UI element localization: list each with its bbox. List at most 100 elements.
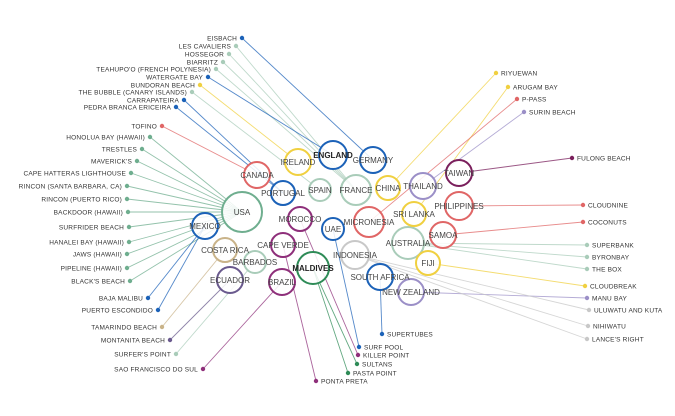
spot-label: CLOUDBREAK: [590, 283, 637, 290]
spot-dot[interactable]: [580, 202, 586, 208]
spot-dot[interactable]: [126, 224, 132, 230]
country-node-micronesia[interactable]: [353, 206, 385, 238]
spot-dot[interactable]: [313, 378, 319, 384]
spot-dot[interactable]: [220, 59, 226, 65]
country-node-uae[interactable]: [321, 217, 345, 241]
spot-dot[interactable]: [493, 70, 499, 76]
link-line: [458, 157, 573, 174]
spot-label: BAJA MALIBU: [99, 295, 143, 302]
country-node-newzealand[interactable]: [397, 278, 425, 306]
country-node-southafrica[interactable]: [366, 263, 394, 291]
spot-dot[interactable]: [584, 295, 590, 301]
country-label-philippines: PHILIPPINES: [434, 202, 483, 211]
spot-dot[interactable]: [197, 82, 203, 88]
spot-dot[interactable]: [584, 266, 590, 272]
country-node-capeverde[interactable]: [270, 232, 296, 258]
spot-dot[interactable]: [233, 43, 239, 49]
country-node-germany[interactable]: [359, 146, 387, 174]
country-node-portugal[interactable]: [270, 180, 296, 206]
spot-label: HANALEI BAY (HAWAII): [49, 239, 124, 246]
spot-dot[interactable]: [181, 97, 187, 103]
spot-label: HOSSEGOR: [185, 51, 224, 58]
spot-dot[interactable]: [585, 323, 591, 329]
spot-label: TRESTLES: [102, 146, 138, 153]
spot-dot[interactable]: [155, 307, 161, 313]
spot-dot[interactable]: [159, 123, 165, 129]
spot-dot[interactable]: [584, 254, 590, 260]
spot-dot[interactable]: [569, 155, 575, 161]
spot-dot[interactable]: [355, 352, 361, 358]
country-label-china: CHINA: [376, 184, 402, 193]
country-node-ireland[interactable]: [284, 148, 312, 176]
spot-dot[interactable]: [173, 351, 179, 357]
spot-label: BLACK'S BEACH: [71, 278, 125, 285]
country-node-england[interactable]: [318, 140, 348, 170]
country-node-spain[interactable]: [308, 178, 332, 202]
spot-label: FULONG BEACH: [577, 155, 631, 162]
spot-dot[interactable]: [521, 109, 527, 115]
spot-dot[interactable]: [128, 170, 134, 176]
spot-dot[interactable]: [514, 96, 520, 102]
spot-dot[interactable]: [173, 104, 179, 110]
country-node-costarica[interactable]: [212, 237, 238, 263]
country-node-philippines[interactable]: [444, 191, 474, 221]
spot-label: THE BOX: [592, 266, 622, 273]
country-node-brazil[interactable]: [268, 268, 296, 296]
link-line: [147, 225, 206, 299]
country-node-australia[interactable]: [391, 226, 425, 260]
spot-dot[interactable]: [124, 265, 130, 271]
spot-dot[interactable]: [147, 134, 153, 140]
spot-dot[interactable]: [580, 219, 586, 225]
spot-dot[interactable]: [505, 84, 511, 90]
spot-label: SURFRIDER BEACH: [59, 224, 124, 231]
spot-dot[interactable]: [584, 242, 590, 248]
country-node-usa[interactable]: [221, 191, 263, 233]
spot-dot[interactable]: [213, 66, 219, 72]
spot-dot[interactable]: [582, 283, 588, 289]
spot-dot[interactable]: [205, 74, 211, 80]
spot-dot[interactable]: [134, 158, 140, 164]
country-label-portugal: PORTUGAL: [261, 189, 305, 198]
spot-dot[interactable]: [586, 307, 592, 313]
spot-dot[interactable]: [189, 89, 195, 95]
spot-dot[interactable]: [127, 278, 133, 284]
spot-dot[interactable]: [354, 361, 360, 367]
country-node-thailand[interactable]: [409, 172, 437, 200]
spot-dot[interactable]: [239, 35, 245, 41]
spot-dot[interactable]: [200, 366, 206, 372]
country-node-fiji[interactable]: [415, 250, 441, 276]
country-node-taiwan[interactable]: [445, 159, 473, 187]
country-node-barbados[interactable]: [243, 250, 267, 274]
link-line: [422, 111, 525, 187]
country-node-maldives[interactable]: [296, 251, 330, 285]
country-node-samoa[interactable]: [429, 221, 457, 249]
country-node-china[interactable]: [375, 175, 401, 201]
spot-dot[interactable]: [139, 146, 145, 152]
spot-dot[interactable]: [126, 239, 132, 245]
spot-label: PASTA POINT: [353, 370, 397, 377]
country-node-canada[interactable]: [243, 161, 271, 189]
country-node-srilanka[interactable]: [401, 201, 427, 227]
country-label-france: FRANCE: [340, 186, 373, 195]
spot-dot[interactable]: [356, 344, 362, 350]
spot-dot[interactable]: [379, 331, 385, 337]
country-node-france[interactable]: [340, 174, 372, 206]
spot-dot[interactable]: [167, 337, 173, 343]
spot-dot[interactable]: [124, 196, 130, 202]
country-node-ecuador[interactable]: [216, 266, 244, 294]
country-node-morocco[interactable]: [287, 206, 313, 232]
spot-dot[interactable]: [124, 183, 130, 189]
spot-label: LANCE'S RIGHT: [592, 336, 644, 343]
link-line: [410, 291, 588, 299]
spot-dot[interactable]: [584, 336, 590, 342]
spot-dot[interactable]: [145, 295, 151, 301]
country-label-costarica: COSTA RICA: [201, 246, 250, 255]
spot-dot[interactable]: [125, 209, 131, 215]
spot-dot[interactable]: [226, 51, 232, 57]
spot-dot[interactable]: [345, 370, 351, 376]
spot-dot[interactable]: [159, 324, 165, 330]
country-node-indonesia[interactable]: [340, 240, 370, 270]
country-node-mexico[interactable]: [191, 212, 219, 240]
spot-dot[interactable]: [124, 251, 130, 257]
